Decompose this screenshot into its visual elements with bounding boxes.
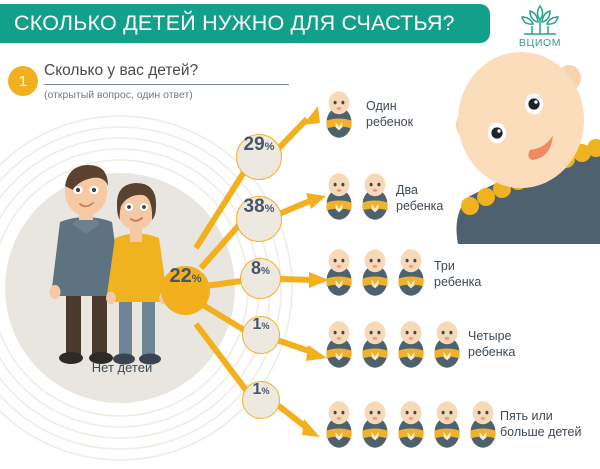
tree-logo-icon	[521, 4, 559, 35]
percent-bubble-three-children[interactable]: 8%	[240, 258, 281, 299]
label-no-children: Нет детей	[91, 360, 153, 375]
doll-row-4	[326, 321, 460, 368]
percent-bubble-one-child[interactable]: 29%	[236, 134, 282, 180]
label-five-or-more-children: Пять или больше детей	[500, 409, 582, 439]
percent-sign: %	[264, 141, 275, 153]
percent-value: 1	[252, 381, 262, 398]
page-title: СКОЛЬКО ДЕТЕЙ НУЖНО ДЛЯ СЧАСТЬЯ?	[14, 11, 455, 35]
label-three-children: Три ребенка	[434, 259, 482, 289]
doll-row-1	[326, 91, 352, 138]
connector-arrows-out	[273, 116, 315, 431]
percent-sign: %	[261, 321, 270, 331]
mother-figure	[106, 183, 169, 365]
question-number-badge: 1	[8, 66, 38, 96]
percent-value: 1	[252, 316, 262, 333]
baby-illustration	[456, 52, 600, 244]
percent-value: 38	[243, 196, 265, 217]
baby-smile	[528, 135, 553, 160]
question-text: Сколько у вас детей?	[44, 62, 289, 85]
percent-sign: %	[191, 273, 202, 285]
question-subtext: (открытый вопрос, один ответ)	[44, 89, 193, 101]
label-two-children: Два ребенка	[396, 183, 444, 213]
header-bar: СКОЛЬКО ДЕТЕЙ НУЖНО ДЛЯ СЧАСТЬЯ?	[0, 4, 490, 43]
arrow-heads	[302, 106, 329, 437]
percent-sign: %	[261, 386, 270, 396]
doll-row-5	[326, 401, 496, 448]
percent-value: 22	[169, 265, 192, 287]
percent-sign: %	[261, 266, 270, 277]
connector-arrows	[193, 170, 249, 392]
vciom-logo[interactable]: ВЦИОМ	[505, 2, 575, 52]
baby-head	[458, 52, 584, 188]
percent-bubble-five-or-more[interactable]: 1%	[242, 381, 280, 419]
percent-bubble-two-children[interactable]: 38%	[236, 196, 282, 242]
percent-bubble-no-children[interactable]: 22%	[161, 266, 210, 315]
couple-illustration	[49, 164, 169, 365]
doll-row-2	[326, 173, 388, 220]
logo-label: ВЦИОМ	[518, 37, 562, 49]
percent-value: 8	[251, 258, 262, 278]
percent-sign: %	[264, 203, 275, 215]
doll-row-3	[326, 249, 424, 296]
label-one-child: Один ребенок	[366, 99, 414, 129]
percent-value: 29	[243, 134, 265, 155]
question-block: Сколько у вас детей? (открытый вопрос, о…	[44, 62, 289, 101]
percent-bubble-four-children[interactable]: 1%	[242, 316, 280, 354]
label-four-children: Четыре ребенка	[468, 329, 516, 359]
